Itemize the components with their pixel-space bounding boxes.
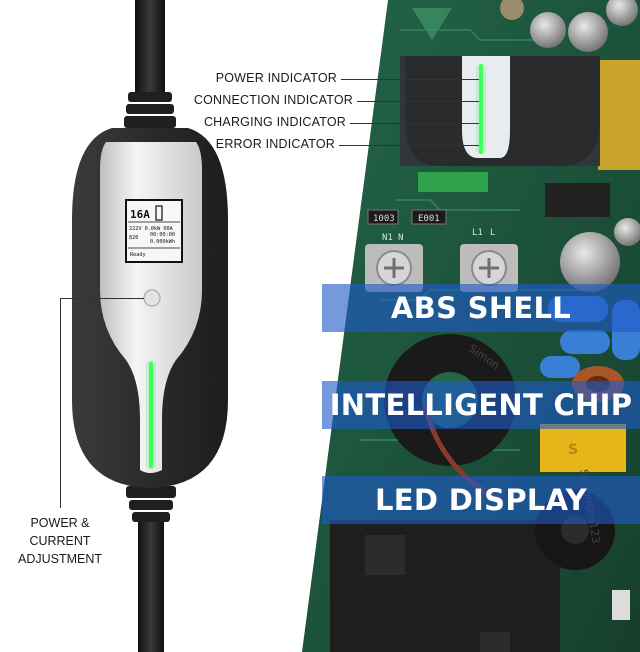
terminal-block <box>418 172 488 192</box>
button-leader-vertical <box>60 298 61 508</box>
power-current-line-2: ADJUSTMENT <box>17 552 103 566</box>
svg-text:1003: 1003 <box>373 214 395 224</box>
top-cable <box>135 0 165 100</box>
svg-text:L1: L1 <box>472 228 483 238</box>
lcd-battery-icon <box>155 205 163 221</box>
power-current-line-1: POWER & CURRENT <box>29 516 91 548</box>
lcd-display <box>125 199 183 263</box>
connection-indicator-leader <box>357 101 479 102</box>
svg-text:16A: 16A <box>130 208 150 221</box>
connection-indicator-label: CONNECTION INDICATOR <box>193 93 353 107</box>
abs-shell-banner: ABS SHELL <box>322 284 640 332</box>
power-current-adjustment-label: POWER & CURRENT ADJUSTMENT <box>0 514 120 568</box>
charging-indicator-leader <box>350 123 479 124</box>
error-indicator-label: ERROR INDICATOR <box>215 137 335 151</box>
svg-text:Ready: Ready <box>130 252 146 258</box>
transformer <box>598 60 640 170</box>
svg-text:00:00:00: 00:00:00 <box>150 232 175 238</box>
svg-text:L: L <box>490 228 495 238</box>
led-display-banner: LED DISPLAY <box>322 476 640 524</box>
led-indicator-strip <box>149 362 153 468</box>
svg-text:E001: E001 <box>418 214 440 224</box>
bottom-strain-relief <box>126 486 176 522</box>
svg-text:N: N <box>398 233 403 243</box>
capacitors-top <box>500 0 638 52</box>
top-strain-relief <box>124 92 176 128</box>
error-indicator-leader <box>339 145 479 146</box>
charging-indicator-label: CHARGING INDICATOR <box>203 115 346 129</box>
button-leader-horizontal <box>60 298 144 299</box>
intelligent-chip-banner: INTELLIGENT CHIP <box>322 381 640 429</box>
svg-text:820: 820 <box>129 235 138 241</box>
svg-text:N1: N1 <box>382 233 393 243</box>
svg-text:0.000kWh: 0.000kWh <box>150 239 175 245</box>
power-indicator-label: POWER INDICATOR <box>215 71 337 85</box>
intelligent-chip-text: INTELLIGENT CHIP <box>329 388 633 422</box>
relay <box>540 424 626 472</box>
bottom-cable <box>138 520 164 652</box>
ic-chip <box>545 183 610 217</box>
power-indicator-leader <box>341 79 479 80</box>
svg-text:222V 0.0kW 00A: 222V 0.0kW 00A <box>129 226 174 232</box>
abs-shell-text: ABS SHELL <box>390 291 572 325</box>
svg-text:S: S <box>568 442 578 458</box>
screw-terminals <box>365 244 518 292</box>
indicator-closeup <box>400 56 600 166</box>
adjustment-button <box>143 289 161 307</box>
led-display-text: LED DISPLAY <box>375 483 587 517</box>
